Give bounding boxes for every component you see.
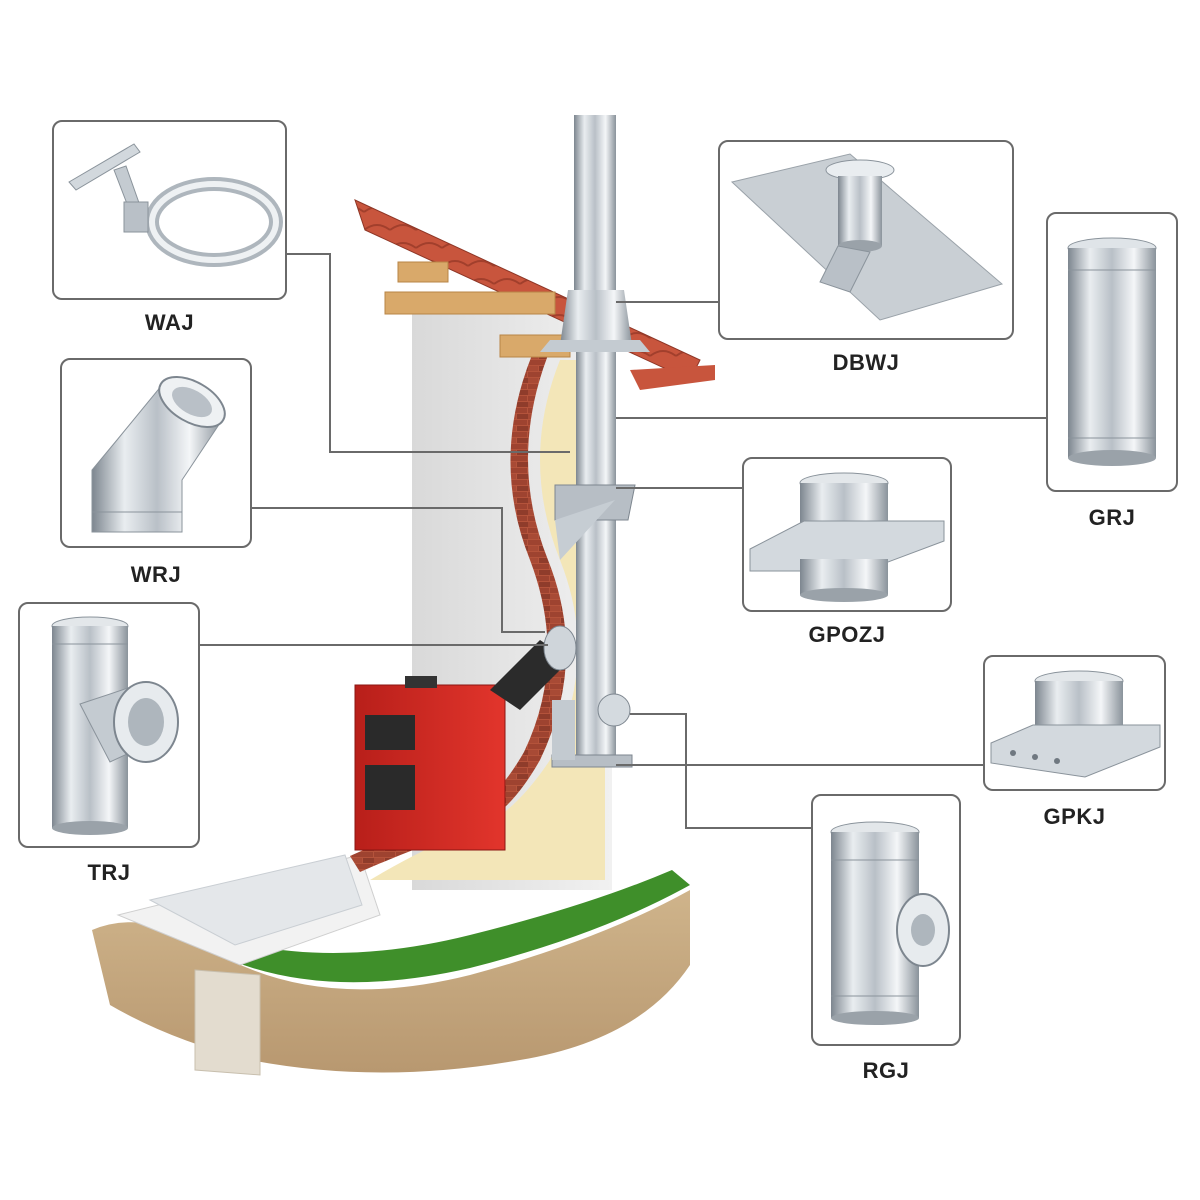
label-rgj: RGJ: [862, 1058, 910, 1083]
intermediate-support-plate-icon: [749, 472, 945, 602]
grass-strip: [230, 870, 690, 983]
roof-eave: [630, 365, 715, 390]
roof-beam: [384, 291, 556, 315]
leader-wrj: [252, 507, 545, 633]
label-gpozj: GPOZJ: [808, 622, 886, 647]
label-trj: TRJ: [87, 860, 131, 885]
callout-dbwj: [718, 140, 1014, 340]
roof-flashing-icon: [730, 153, 1004, 321]
label-wrj: WRJ: [130, 562, 182, 587]
base-support-plate-icon: [990, 670, 1161, 778]
label-grj: GRJ: [1088, 505, 1136, 530]
chimney-pipe-upper: [574, 115, 616, 295]
inspection-pipe-icon: [830, 821, 950, 1025]
house-cutaway: [92, 115, 715, 1076]
label-gpkj: GPKJ: [1043, 804, 1106, 829]
brick-wall: [350, 355, 567, 872]
base-support-triangle: [552, 700, 575, 760]
label-waj: WAJ: [144, 310, 195, 335]
chimney-flashing: [560, 290, 632, 345]
elbow-45-icon: [91, 376, 226, 533]
foundation-footing: [194, 969, 261, 1076]
roof-beam-upper: [397, 261, 449, 283]
tee-branch-icon: [51, 616, 179, 835]
wall-bracket-brace: [555, 500, 615, 560]
insulation-layer: [370, 360, 605, 880]
callout-wrj: [60, 358, 252, 548]
floor-tiles: [148, 854, 363, 946]
label-dbwj: DBWJ: [832, 350, 900, 375]
leader-waj: [287, 253, 570, 453]
boiler-door-top: [365, 715, 415, 750]
callout-grj: [1046, 212, 1178, 492]
leader-rgj: [630, 713, 811, 829]
tee-branch-outlet: [543, 625, 577, 671]
straight-pipe-icon: [1067, 237, 1157, 466]
inspection-door: [597, 693, 631, 727]
boiler-door-bottom: [365, 765, 415, 810]
callout-waj: [52, 120, 287, 300]
callout-rgj: [811, 794, 961, 1046]
callout-gpozj: [742, 457, 952, 612]
callout-trj: [18, 602, 200, 848]
wall-bracket-clamp-icon: [68, 143, 283, 267]
chimney-rain-collar: [540, 340, 650, 352]
callout-gpkj: [983, 655, 1166, 791]
boiler-control-panel: [405, 676, 437, 688]
wall-bracket: [554, 484, 636, 521]
leader-lines: [200, 253, 1046, 829]
